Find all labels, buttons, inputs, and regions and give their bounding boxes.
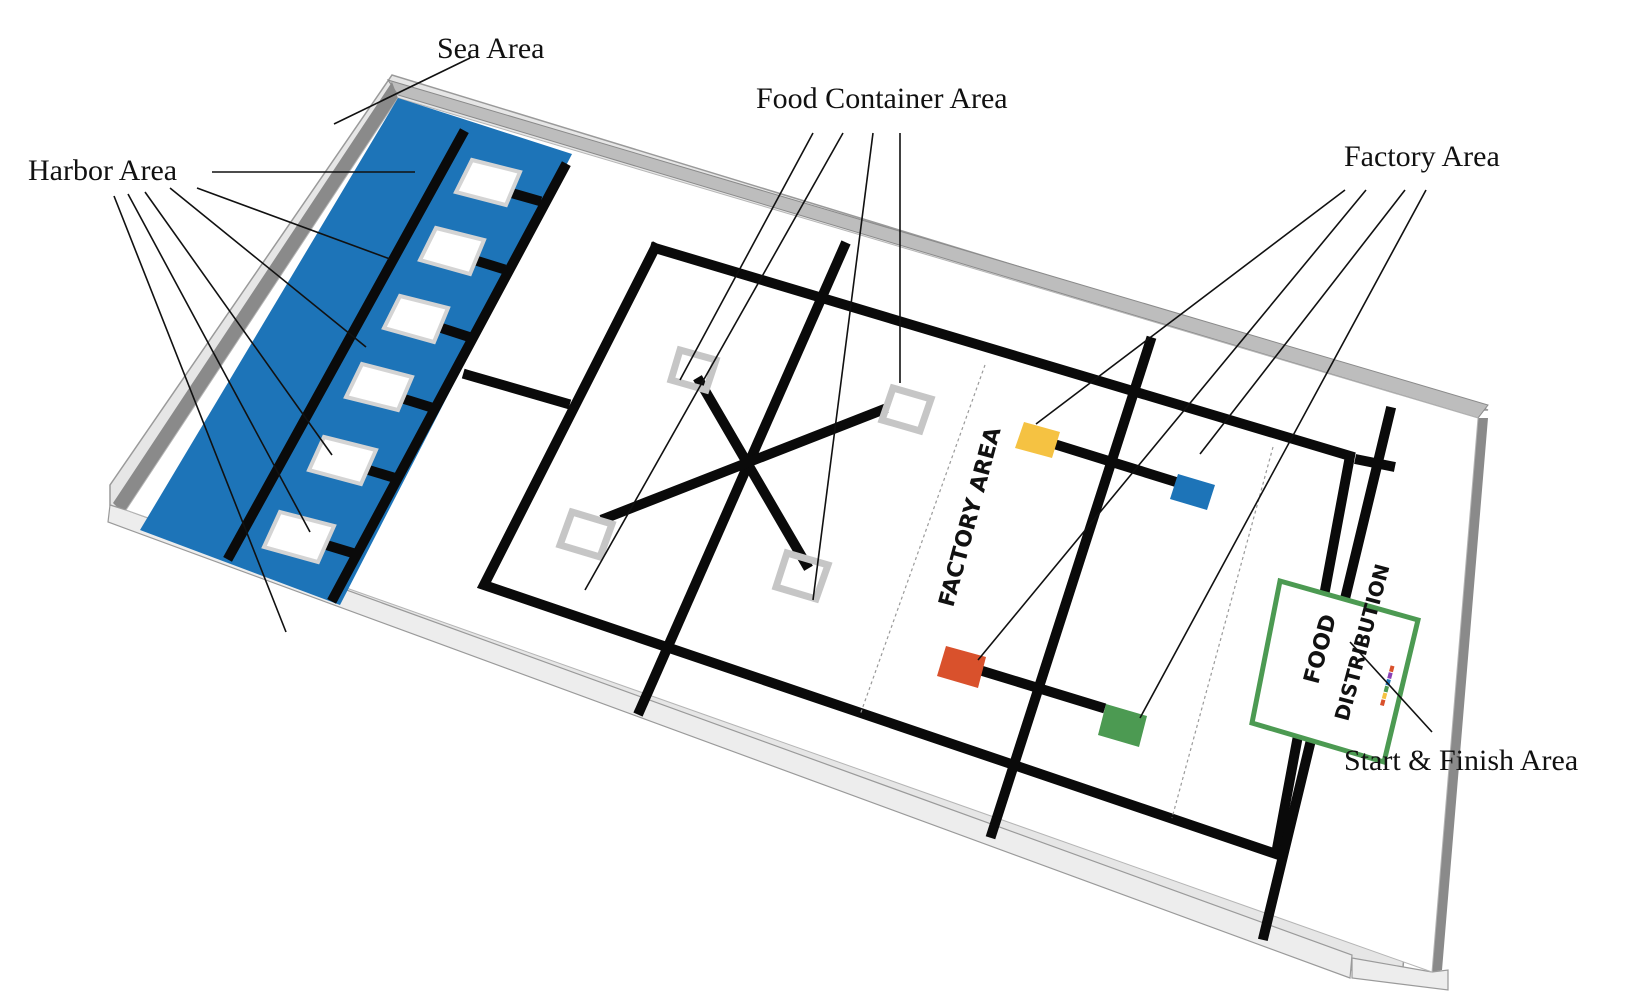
sea-leader bbox=[333, 57, 471, 125]
leader-lines bbox=[113, 57, 1433, 733]
harbor-slot-2 bbox=[417, 225, 487, 277]
sea-area bbox=[140, 98, 572, 605]
food-distribution-box bbox=[1249, 577, 1421, 766]
factory-leader-1 bbox=[1035, 189, 1346, 425]
factory-link-bottom bbox=[969, 662, 1107, 714]
harbor-line-2 bbox=[327, 161, 571, 604]
harbor-slot-4 bbox=[343, 361, 415, 413]
factory-zone-separator-right bbox=[1171, 446, 1274, 819]
food-container-top-right bbox=[877, 383, 936, 436]
factory-area-label: Factory Area bbox=[1344, 140, 1500, 173]
factory-block-green bbox=[1098, 704, 1147, 747]
left-wall-shadow bbox=[113, 82, 398, 530]
track-vertical-2 bbox=[985, 335, 1157, 840]
food-leader-1 bbox=[679, 132, 814, 381]
food-containers bbox=[555, 345, 936, 604]
main-track-loop bbox=[476, 241, 1356, 861]
factory-block-yellow bbox=[1015, 422, 1060, 458]
right-wall bbox=[1351, 957, 1449, 991]
harbor-slot-1 bbox=[453, 157, 523, 208]
food-x-line-1 bbox=[693, 375, 813, 571]
harbor-slot-5 bbox=[306, 434, 379, 487]
harbor-leader-2 bbox=[169, 187, 367, 348]
food-leader-2 bbox=[584, 132, 844, 591]
mat-logo bbox=[1380, 665, 1395, 707]
start-finish-leader bbox=[1349, 641, 1433, 733]
factory-leader-2 bbox=[977, 189, 1367, 661]
food-container-top-left bbox=[666, 345, 721, 395]
food-x-line-2 bbox=[599, 403, 889, 525]
start-finish-box: FOOD DISTRIBUTION bbox=[1249, 561, 1421, 766]
harbor-leader-1 bbox=[196, 187, 391, 260]
factory-leader-3 bbox=[1199, 189, 1406, 455]
harbor-leader-5 bbox=[113, 195, 287, 633]
factory-blocks bbox=[937, 422, 1215, 747]
start-finish-area-label: Start & Finish Area bbox=[1344, 744, 1578, 777]
track-vertical-1 bbox=[633, 240, 851, 717]
callout-labels: Sea Area Food Container Area Harbor Area… bbox=[28, 32, 1578, 777]
harbor-link-track bbox=[461, 368, 572, 410]
harbor-leader-3 bbox=[144, 191, 333, 456]
factory-leader-4 bbox=[1139, 189, 1427, 719]
track-lines bbox=[461, 240, 1397, 942]
harbor-line-1 bbox=[223, 128, 469, 562]
factory-link-top bbox=[1047, 437, 1183, 489]
bottom-wall bbox=[107, 504, 1353, 979]
food-container-bottom-left bbox=[555, 507, 617, 562]
right-wall-shadow bbox=[1432, 418, 1488, 972]
factory-block-red bbox=[937, 646, 986, 688]
factory-block-blue bbox=[1170, 474, 1215, 510]
harbor-slots bbox=[261, 157, 523, 565]
zone-separators bbox=[859, 364, 1274, 819]
harbor-leader-4 bbox=[127, 193, 311, 533]
track-right-stub bbox=[1354, 454, 1396, 472]
food-leader-3 bbox=[812, 132, 874, 601]
food-container-bottom-right bbox=[771, 548, 833, 604]
harbor-slot-3 bbox=[381, 293, 451, 345]
sea-area-label: Sea Area bbox=[437, 32, 544, 65]
harbor-area-label: Harbor Area bbox=[28, 154, 177, 187]
food-container-area-label: Food Container Area bbox=[756, 82, 1008, 115]
harbor-slot-6 bbox=[261, 509, 337, 565]
factory-zone-separator-left bbox=[859, 364, 986, 716]
